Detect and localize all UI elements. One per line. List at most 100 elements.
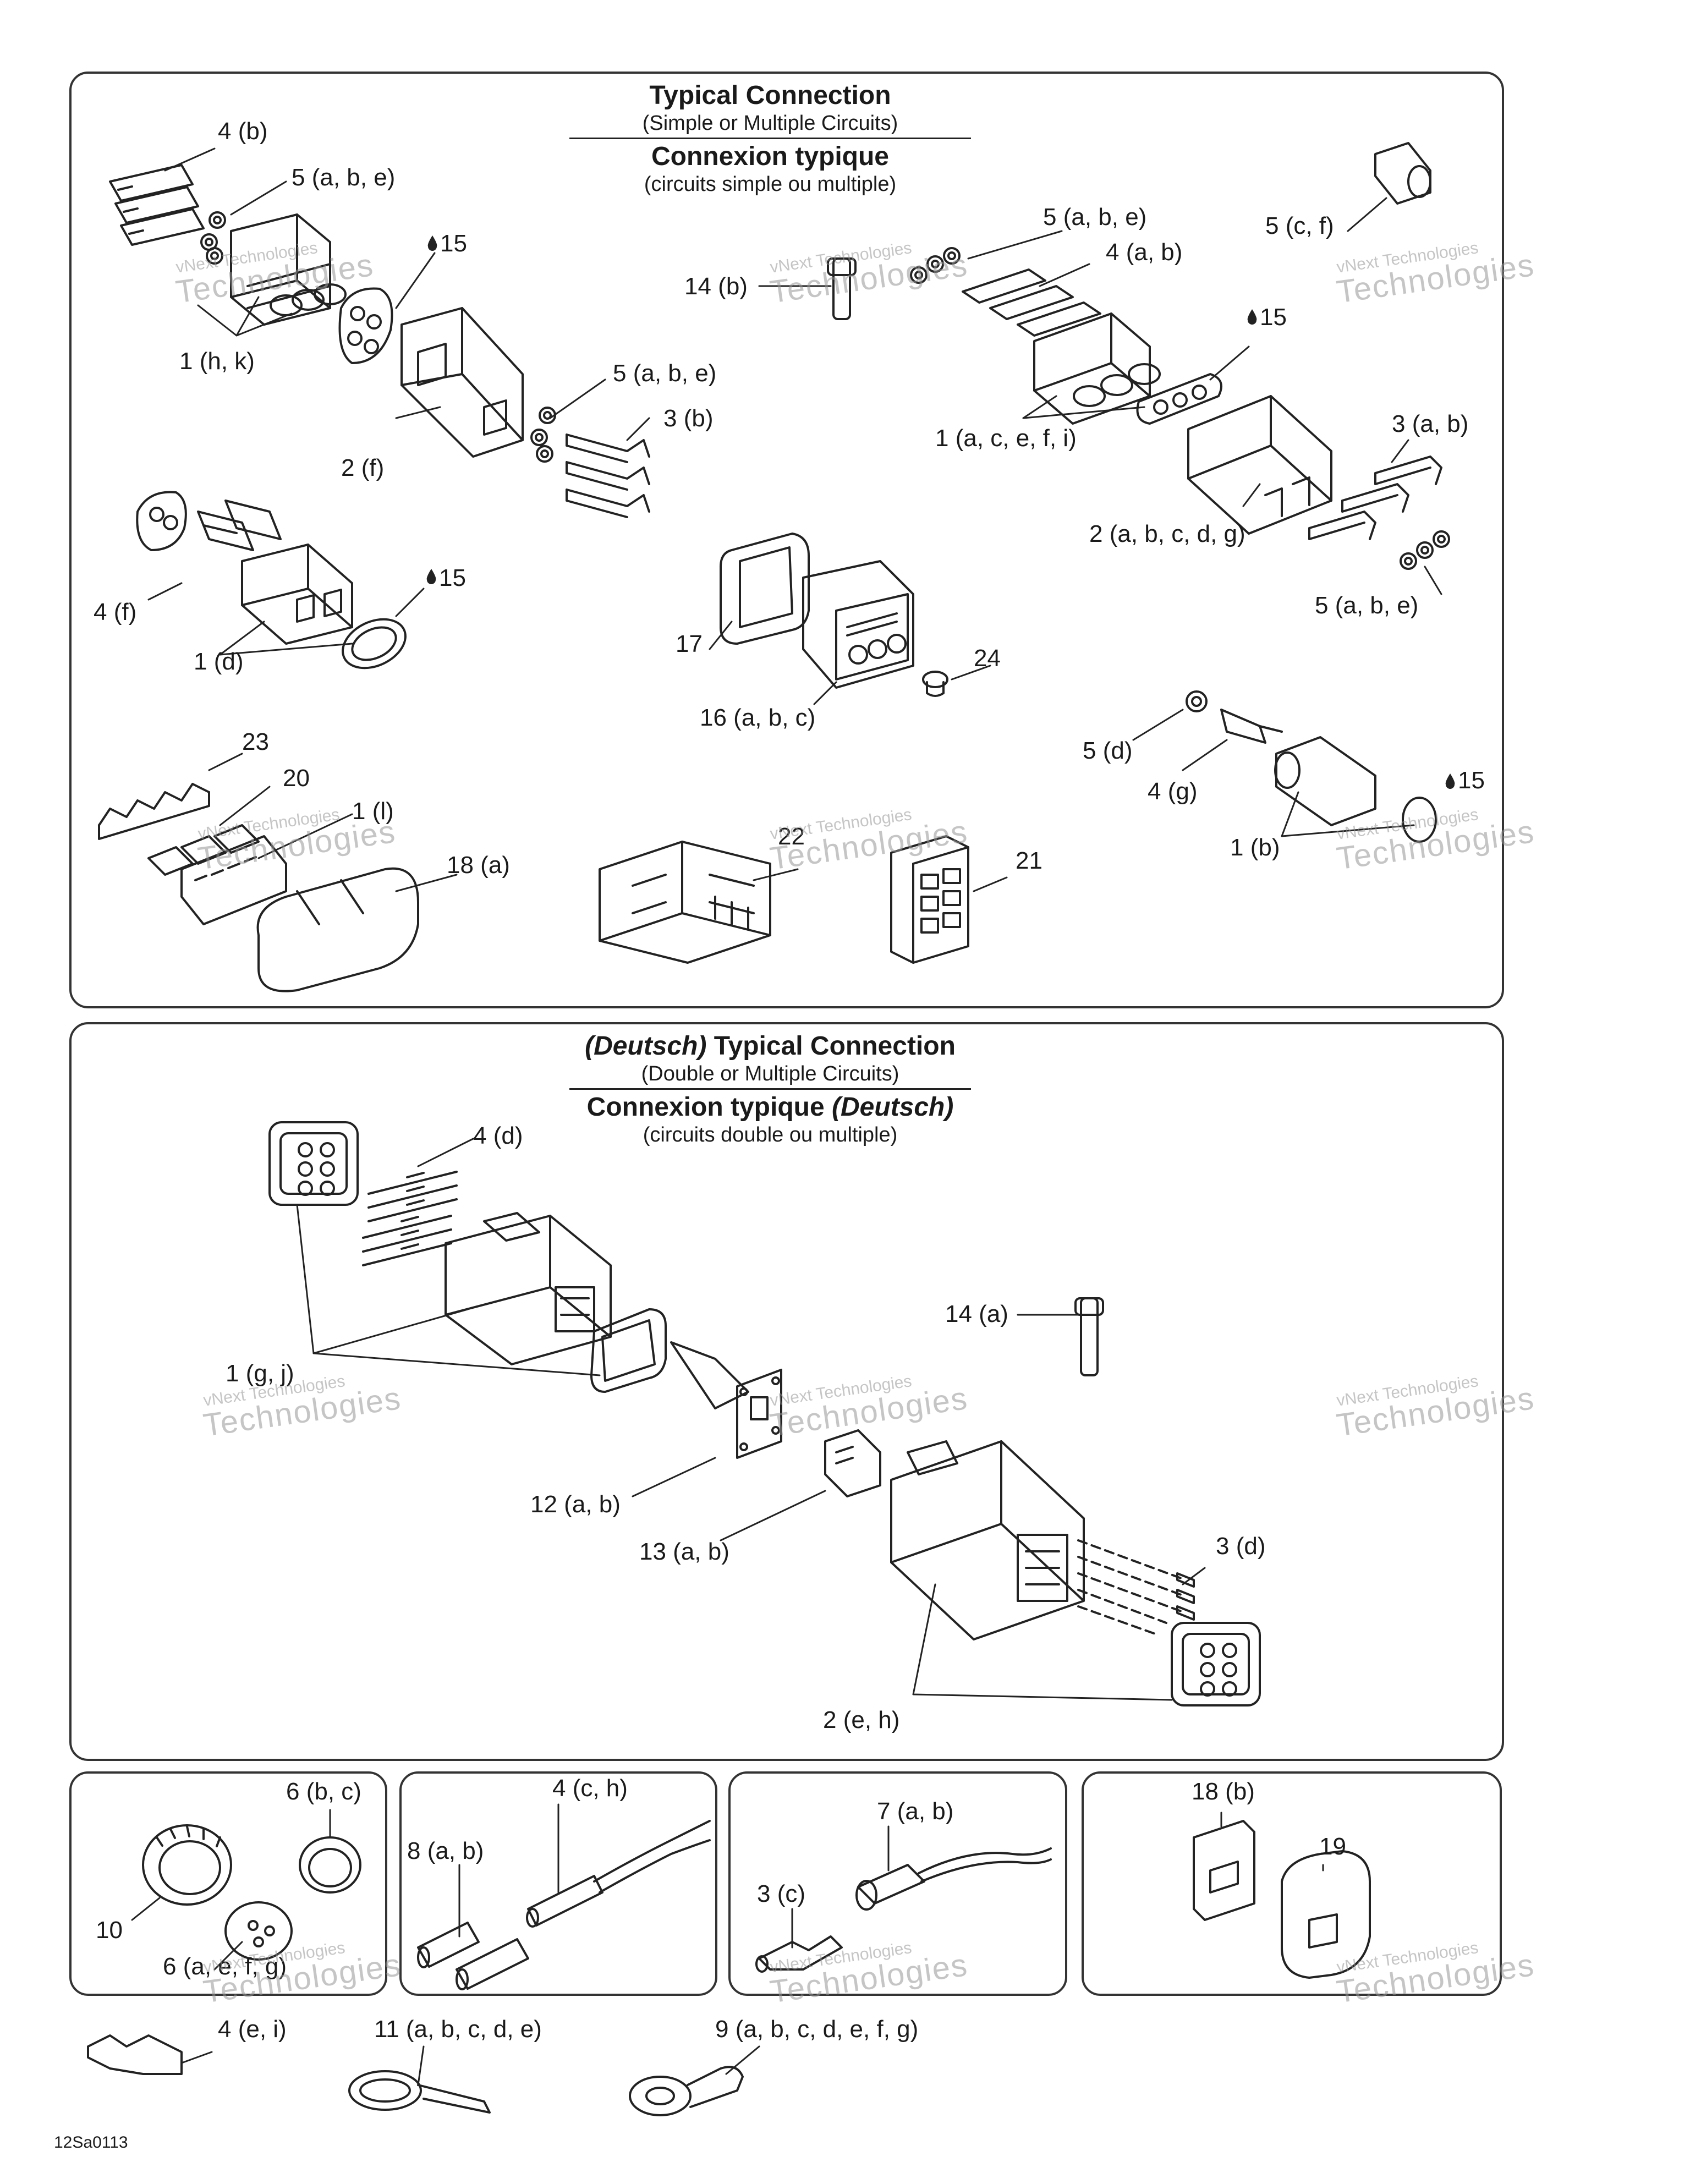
panel-deutsch-connection xyxy=(69,1022,1504,1761)
panel-small-connector xyxy=(1082,1771,1502,1996)
connector-22-drawing xyxy=(599,841,771,964)
terminals-3ab-drawing xyxy=(1308,456,1442,540)
label-6bc: 6 (b, c) xyxy=(286,1778,361,1805)
label-1b: 1 (b) xyxy=(1230,834,1280,861)
seals-5abe-right-drawing xyxy=(910,247,961,284)
label-17: 17 xyxy=(676,630,703,657)
label-23: 23 xyxy=(242,728,269,755)
grease-drop-icon xyxy=(427,235,437,251)
label-11abcde: 11 (a, b, c, d, e) xyxy=(374,2016,542,2043)
panel2-title-fr: Connexion typique (Deutsch) xyxy=(567,1092,974,1123)
grease-drop-icon xyxy=(426,569,436,584)
housing-2abcdg-drawing xyxy=(1187,395,1332,535)
grease-drop-icon xyxy=(1247,309,1257,325)
seal-5cf-drawing xyxy=(1374,142,1431,205)
terminal-3c-drawing xyxy=(755,1935,843,1973)
panel1-subtitle-fr: (circuits simple ou multiple) xyxy=(644,173,897,196)
wedge-13ab-drawing xyxy=(824,1429,881,1497)
terminals-4b-drawing xyxy=(109,164,205,246)
terminals-4d-drawing xyxy=(362,1171,458,1266)
label-15-2: 15 xyxy=(439,564,466,591)
label-5abe-4: 5 (a, b, e) xyxy=(1315,592,1419,619)
panel-sensor-terminal xyxy=(728,1771,1067,1996)
panel2-title-main: Typical Connection xyxy=(706,1031,956,1061)
label-4b: 4 (b) xyxy=(218,118,268,145)
seal-1gj-drawing xyxy=(590,1308,667,1393)
connector-1d-drawing xyxy=(241,544,353,645)
seals-5abe-top-drawing xyxy=(200,211,226,265)
pin-14a-drawing xyxy=(1074,1297,1104,1376)
leader-lines-panel1 xyxy=(147,147,1442,892)
label-3d: 3 (d) xyxy=(1216,1533,1266,1560)
label-3ab: 3 (a, b) xyxy=(1392,410,1469,437)
panel2-subtitle: (Double or Multiple Circuits) xyxy=(641,1062,899,1085)
label-5abe-3: 5 (a, b, e) xyxy=(1043,204,1147,231)
label-7ab: 7 (a, b) xyxy=(877,1798,954,1825)
connector-21-drawing xyxy=(890,835,969,964)
panel2-title-rule xyxy=(569,1088,971,1090)
housing-19-drawing xyxy=(1281,1850,1371,1979)
seal-1d-drawing xyxy=(342,618,407,670)
label-24: 24 xyxy=(974,645,1001,672)
connector-1acefi-drawing xyxy=(1033,312,1161,425)
seal-deutsch-left-drawing xyxy=(268,1121,359,1206)
label-5d: 5 (d) xyxy=(1083,737,1133,764)
panel-plug-grommet xyxy=(69,1771,387,1996)
label-5cf: 5 (c, f) xyxy=(1265,212,1334,239)
label-15-4: 15 xyxy=(1458,767,1485,794)
label-1l: 1 (l) xyxy=(352,798,394,825)
label-10: 10 xyxy=(96,1917,123,1944)
seals-5abe-mid-drawing xyxy=(530,407,556,463)
wedge-12ab-drawing xyxy=(670,1341,782,1459)
label-22: 22 xyxy=(778,823,805,850)
label-3c: 3 (c) xyxy=(757,1880,805,1907)
label-1hk: 1 (h, k) xyxy=(179,348,255,375)
label-4ch: 4 (c, h) xyxy=(552,1775,628,1802)
panel1-title-fr: Connexion typique xyxy=(651,142,889,171)
housing-18b-drawing xyxy=(1193,1820,1255,1921)
panel-typical-connection xyxy=(69,72,1504,1008)
housing-2f-drawing xyxy=(400,307,524,458)
label-4f: 4 (f) xyxy=(94,599,137,625)
plug-24-drawing xyxy=(922,671,948,697)
seals-5abe-bottom-right-drawing xyxy=(1400,530,1450,570)
label-3b: 3 (b) xyxy=(663,405,714,432)
pin-14b-drawing xyxy=(827,257,857,320)
label-13ab: 13 (a, b) xyxy=(639,1538,729,1565)
label-20: 20 xyxy=(283,765,310,792)
label-1d: 1 (d) xyxy=(194,648,244,675)
terminals-4ab-drawing xyxy=(962,268,1101,337)
fuses-8ab-drawing xyxy=(417,1922,529,1990)
panel2-title-fr-suffix: (Deutsch) xyxy=(832,1093,954,1122)
housing-18a-drawing xyxy=(256,867,419,992)
label-6aefg: 6 (a, e, f, g) xyxy=(163,1953,287,1980)
terminal-4g-drawing xyxy=(1220,709,1283,744)
cable-tie-11-drawing xyxy=(348,2070,491,2114)
sensor-7ab-drawing xyxy=(855,1847,1052,1911)
terminal-4ei-drawing xyxy=(87,2034,183,2075)
panel1-title-block: Typical Connection (Simple or Multiple C… xyxy=(567,80,974,196)
plug-6bc-drawing xyxy=(299,1836,361,1894)
connector-1l-drawing xyxy=(180,835,287,925)
label-21: 21 xyxy=(1016,847,1042,874)
label-2f: 2 (f) xyxy=(341,454,385,481)
seal-deutsch-right-drawing xyxy=(1171,1622,1261,1706)
terminal-strip-23-drawing xyxy=(98,783,210,840)
panel2-title-fr-main: Connexion typique xyxy=(586,1093,832,1122)
label-18b: 18 (b) xyxy=(1192,1778,1255,1805)
seal-1acefi-drawing xyxy=(1136,373,1222,425)
panel2-subtitle-fr: (circuits double ou multiple) xyxy=(643,1123,898,1146)
label-15-1: 15 xyxy=(440,230,467,257)
label-15-3: 15 xyxy=(1260,304,1287,331)
terminals-4f-drawing xyxy=(197,500,282,551)
plug-6aefg-drawing xyxy=(224,1901,293,1961)
